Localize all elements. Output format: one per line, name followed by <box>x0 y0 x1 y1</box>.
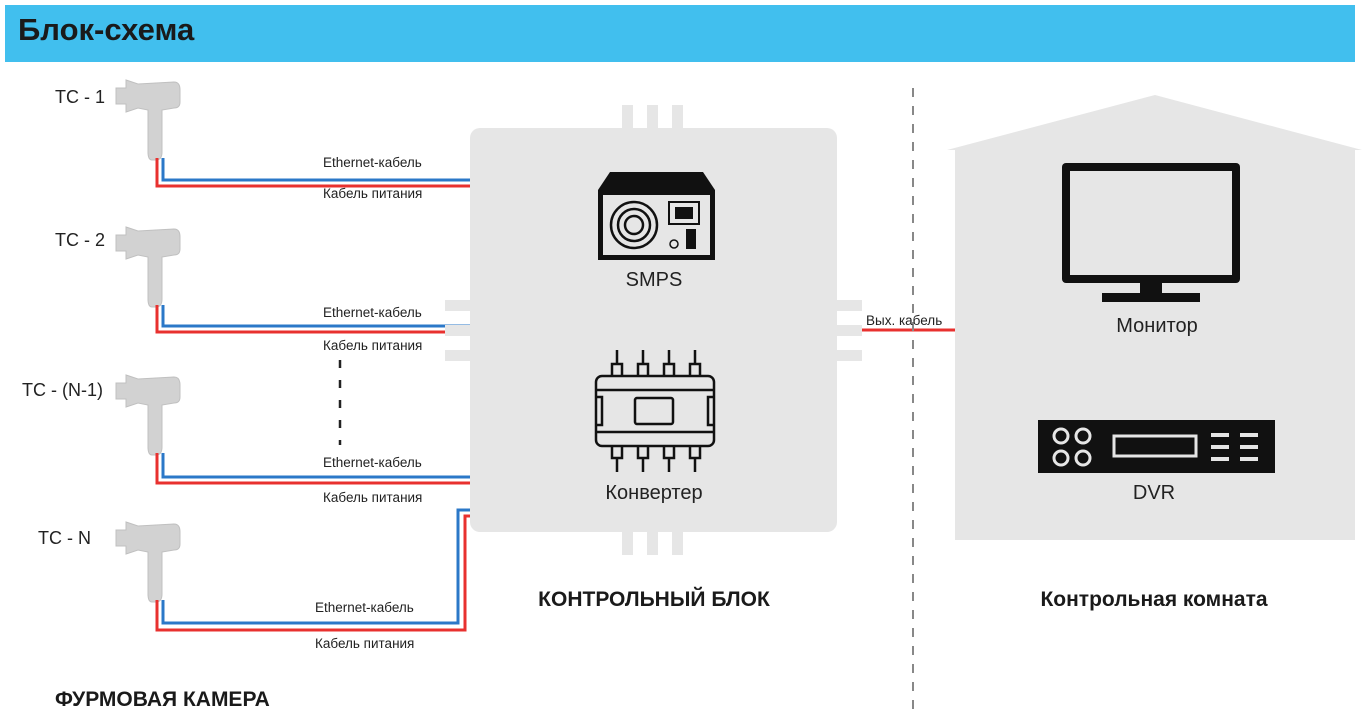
converter-label: Конвертер <box>605 482 703 504</box>
camera-icon <box>115 79 181 161</box>
power-cable-label: Кабель питания <box>323 186 423 201</box>
ethernet-cable-label: Ethernet-кабель <box>323 155 422 170</box>
camera-label: TC - N <box>38 528 91 548</box>
output-cable-label: Вых. кабель <box>866 313 943 328</box>
smps-icon <box>598 172 715 260</box>
dvr-label: DVR <box>1132 482 1176 504</box>
dvr-icon <box>1038 420 1275 473</box>
power-cable-label: Кабель питания <box>323 490 423 505</box>
control-room-title: Контрольная комната <box>1040 588 1268 611</box>
camera-icon <box>115 521 181 603</box>
camera-label: TC - 1 <box>55 87 106 107</box>
monitor-icon <box>1062 163 1240 302</box>
camera-icon <box>115 374 181 456</box>
header-bar <box>5 5 1355 62</box>
camera-label: TC - (N-1) <box>22 380 103 400</box>
converter-icon <box>594 350 716 472</box>
control-block-title: КОНТРОЛЬНЫЙ БЛОК <box>538 588 770 611</box>
ethernet-cable-label: Ethernet-кабель <box>323 455 422 470</box>
cables <box>155 158 955 632</box>
page-title: Блок-схема <box>18 12 195 47</box>
power-cable-label: Кабель питания <box>323 338 423 353</box>
control-box <box>445 105 862 555</box>
monitor-label: Монитор <box>1116 315 1198 337</box>
power-cable-label: Кабель питания <box>315 636 415 651</box>
camera-label: TC - 2 <box>55 230 106 250</box>
camera-icon <box>115 226 181 308</box>
smps-label: SMPS <box>625 269 683 291</box>
ethernet-cable-label: Ethernet-кабель <box>323 305 422 320</box>
camera-section-title: ФУРМОВАЯ КАМЕРА <box>55 688 270 711</box>
ethernet-cable-label: Ethernet-кабель <box>315 600 414 615</box>
